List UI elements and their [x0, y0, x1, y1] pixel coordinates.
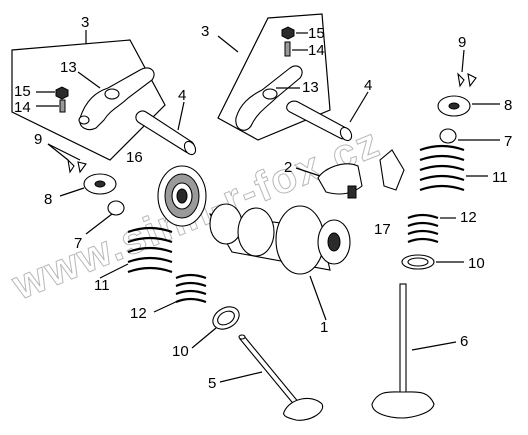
bearing-bore [176, 188, 188, 204]
callout-8-right: 8 [504, 97, 512, 114]
leader-l9b [461, 49, 465, 73]
right-rocker-bore [262, 88, 278, 100]
cam-end-bore [327, 232, 341, 252]
callout-12-right: 12 [460, 209, 477, 226]
cam-follower [379, 149, 405, 191]
leader-l1 [309, 275, 327, 321]
left-rocker-arm [79, 67, 155, 131]
callout-9-left: 9 [34, 131, 42, 148]
right-valve-seal [439, 128, 457, 144]
right-adjuster-nut [281, 26, 295, 40]
callout-10-right: 10 [468, 255, 485, 272]
callout-1: 1 [320, 319, 328, 336]
left-washer-inner [217, 310, 235, 326]
callout-15-right: 15 [308, 25, 325, 42]
left-valve-stem [239, 335, 301, 408]
leader-l8a [59, 187, 85, 197]
right-inner-spring [407, 213, 439, 244]
callout-4-right: 4 [364, 77, 372, 94]
callout-11-left: 11 [94, 277, 110, 294]
leader-l12a [153, 299, 181, 313]
leader-l10a [191, 327, 217, 349]
left-rocker-tip [78, 115, 90, 125]
left-adjuster-screw [59, 99, 66, 113]
callout-3-right: 3 [201, 23, 209, 40]
right-washer-inner [407, 257, 429, 267]
callout-8-left: 8 [44, 191, 52, 208]
right-collet-1 [457, 72, 465, 88]
leader-l9a-2 [47, 143, 81, 161]
rocker-shafts [135, 91, 369, 156]
left-collet-2 [77, 161, 87, 174]
leader-l5 [219, 371, 263, 383]
left-valve-train [47, 143, 324, 421]
callout-14-right: 14 [308, 42, 325, 59]
callout-10-left: 10 [172, 343, 189, 360]
left-rocker-bore [104, 88, 120, 100]
left-adjuster-nut [55, 86, 69, 100]
right-valve-head [371, 391, 435, 419]
leader-l2 [295, 167, 321, 177]
left-valve-tip [238, 334, 246, 340]
cam-lobe-2 [237, 207, 275, 257]
callout-labels: 3 3 13 13 15 15 14 14 4 4 9 9 8 8 16 2 7… [14, 14, 512, 392]
left-valve-head [283, 397, 324, 421]
leader-l11a [99, 263, 129, 279]
right-rocker-frame [217, 13, 331, 141]
leader-l4b [349, 91, 369, 123]
leader-l3b [217, 35, 239, 53]
left-valve-seal [107, 200, 125, 216]
cam-bearing [157, 165, 207, 227]
callout-11-right: 11 [492, 169, 508, 186]
right-valve-stem [399, 283, 407, 395]
right-valve-train [371, 49, 500, 419]
left-shaft-end [183, 140, 197, 156]
callout-13-left: 13 [60, 59, 77, 76]
cam-bracket [295, 163, 363, 199]
callout-16: 16 [126, 149, 143, 166]
leader-l9a-1 [47, 143, 69, 161]
left-rocker-frame [11, 39, 166, 161]
cam-gear-hub [275, 205, 325, 275]
callout-7-right: 7 [504, 133, 512, 150]
callout-9-right: 9 [458, 34, 466, 51]
callout-17: 17 [374, 221, 391, 238]
callout-14-left: 14 [14, 99, 31, 116]
right-collet-2 [467, 73, 477, 88]
camshaft [208, 203, 351, 321]
leader-l7a [85, 213, 113, 235]
callout-15-left: 15 [14, 83, 31, 100]
leader-l4a [177, 101, 185, 131]
callout-4-left: 4 [178, 87, 186, 104]
left-collet-1 [67, 158, 75, 174]
cam-lobe-1 [209, 203, 243, 245]
callout-5: 5 [208, 375, 216, 392]
callout-3-left: 3 [81, 14, 89, 31]
left-retainer-hole [94, 180, 106, 188]
bracket-bolt [347, 185, 357, 199]
left-rocker-assembly [11, 30, 166, 161]
left-outer-spring [127, 226, 173, 274]
left-inner-spring [175, 273, 207, 304]
callout-7-left: 7 [74, 235, 82, 252]
callout-2: 2 [284, 159, 292, 176]
right-rocker-assembly [217, 13, 331, 141]
callout-6: 6 [460, 333, 468, 350]
callout-13-right: 13 [302, 79, 319, 96]
leader-l13a [77, 71, 101, 89]
right-outer-spring [419, 144, 465, 192]
callout-12-left: 12 [130, 305, 147, 322]
right-shaft-end [339, 126, 353, 142]
leader-l6 [411, 341, 457, 351]
right-adjuster-screw [284, 41, 291, 57]
right-retainer-hole [448, 102, 460, 110]
